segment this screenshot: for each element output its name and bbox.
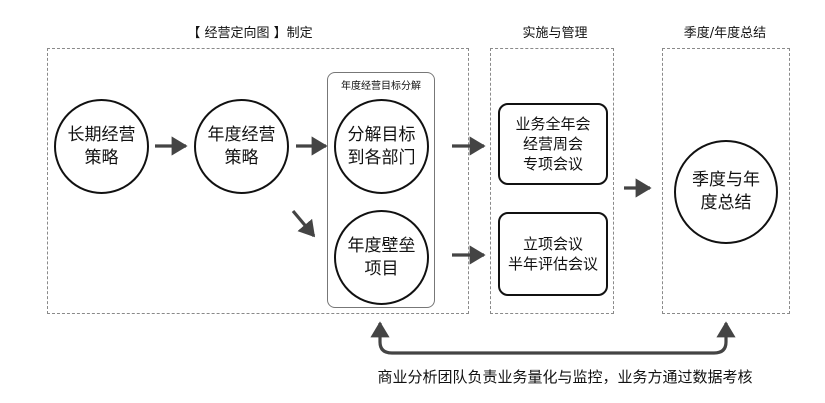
bastion-projects-line-2: 项目 [364,258,399,279]
meetings-top-line-3: 专项会议 [522,155,583,173]
long-term-strategy-node: 长期经营 策略 [54,99,149,194]
planning-section-title: 【 经营定向图 】制定 [187,26,313,41]
meetings-bottom-line-2: 半年评估会议 [507,255,598,273]
annual-strategy-line-2: 策略 [224,147,259,168]
bastion-projects-node: 年度壁垒 项目 [334,210,429,305]
summary-section-title: 季度/年度总结 [683,26,767,41]
feedback-connector-arrow [370,321,736,355]
summary-dashed-frame [662,48,790,314]
meetings-top-box: 业务全年会 经营周会 专项会议 [498,103,608,185]
meetings-top-line-2: 经营周会 [522,135,583,153]
quarter-annual-summary-line-1: 季度与年 [692,170,760,190]
decomposition-group-frame [327,72,435,308]
planning-dashed-frame [47,48,469,314]
meetings-top-line-1: 业务全年会 [515,115,591,133]
decompose-targets-node: 分解目标 到各部门 [334,99,429,194]
bastion-projects-line-1: 年度壁垒 [347,235,416,256]
quarter-annual-summary-node: 季度与年 度总结 [674,140,778,244]
implementation-section-title: 实施与管理 [522,26,588,41]
long-term-strategy-line-1: 长期经营 [67,124,136,145]
quarter-annual-summary-line-2: 度总结 [700,193,752,213]
annual-strategy-line-1: 年度经营 [207,124,276,145]
implementation-dashed-frame [490,48,614,314]
decomposition-group-title: 年度经营目标分解 [341,81,421,92]
arrow-annual-to-bastion [291,209,316,238]
meetings-bottom-line-1: 立项会议 [522,235,583,253]
bottom-note: 商业分析团队负责业务量化与监控，业务方通过数据考核 [377,368,753,386]
long-term-strategy-line-2: 策略 [84,147,119,168]
decompose-targets-line-2: 到各部门 [347,147,416,168]
decompose-targets-line-1: 分解目标 [347,124,416,145]
meetings-bottom-box: 立项会议 半年评估会议 [498,212,608,296]
annual-strategy-node: 年度经营 策略 [194,99,289,194]
